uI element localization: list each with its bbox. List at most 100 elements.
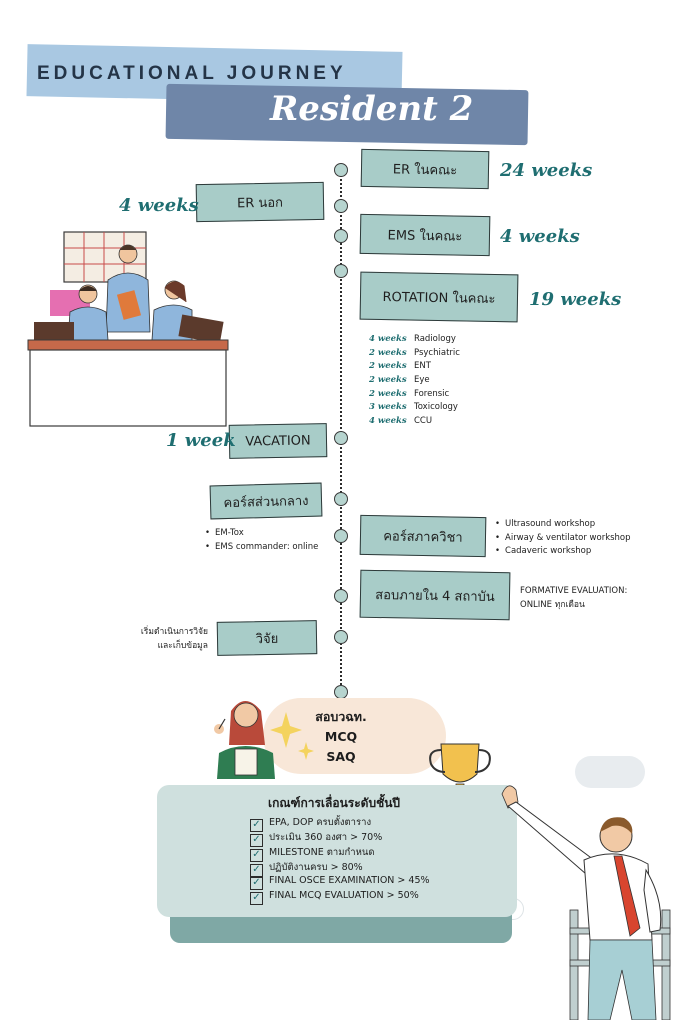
page-subtitle: Resident 2 bbox=[270, 89, 474, 129]
checkbox-icon: ✓ bbox=[250, 864, 263, 877]
businessman-illustration bbox=[501, 785, 671, 1020]
central-course-list: EM-Tox EMS commander: online bbox=[205, 527, 318, 554]
cloud-icon bbox=[575, 756, 645, 788]
rotation-item-name: Radiology bbox=[414, 334, 456, 344]
rotation-item: 4 weeks Radiology bbox=[369, 334, 460, 348]
criteria-list: ✓ EPA, DOP ครบตั้งตาราง ✓ ประเมิน 360 องศา… bbox=[250, 815, 430, 905]
checkbox-icon: ✓ bbox=[250, 877, 263, 890]
research-label: วิจัย bbox=[255, 631, 279, 647]
checkbox-icon: ✓ bbox=[250, 834, 263, 847]
timeline-dot bbox=[334, 264, 348, 278]
checkbox-icon: ✓ bbox=[250, 892, 263, 905]
criteria-item: ✓ ประเมิน 360 องศา > 70% bbox=[250, 830, 430, 847]
ems-label: EMS ในคณะ bbox=[387, 227, 463, 245]
dept-course-list: Ultrasound workshop Airway & ventilator … bbox=[495, 518, 631, 559]
exam-bubble-line: สอบวฉท. bbox=[315, 709, 367, 724]
rotation-item-name: Forensic bbox=[414, 388, 450, 399]
exam-bubble-text: สอบวฉท. MCQ SAQ bbox=[311, 707, 371, 767]
dept-course-item: Ultrasound workshop bbox=[495, 518, 631, 532]
er-out-weeks: 4 weeks bbox=[119, 195, 199, 216]
criteria-item: ✓ FINAL OSCE EXAMINATION > 45% bbox=[250, 875, 430, 890]
rotation-item-name: Toxicology bbox=[414, 402, 458, 413]
research-note: เริ่มดำเนินการวิจัย และเก็บข้อมูล bbox=[126, 626, 208, 653]
rotation-item: 2 weeks Forensic bbox=[369, 389, 460, 403]
criteria-item-text: FINAL MCQ EVALUATION > 50% bbox=[269, 890, 419, 901]
rotation-item-name: ENT bbox=[414, 361, 431, 372]
dept-course-label: คอร์สภาควิชา bbox=[383, 528, 463, 546]
er-out-label: ER นอก bbox=[236, 195, 284, 211]
central-course-item: EMS commander: online bbox=[205, 541, 318, 555]
rotation-item: 4 weeks CCU bbox=[369, 416, 460, 430]
criteria-item-text: EPA, DOP ครบตั้งตาราง bbox=[269, 817, 372, 828]
criteria-item-text: MILESTONE ตามกำหนด bbox=[269, 847, 375, 858]
exam-bubble-line: MCQ bbox=[324, 729, 358, 744]
checkbox-icon: ✓ bbox=[250, 849, 263, 862]
er-out-box: ER นอก bbox=[195, 181, 325, 223]
rotation-item: 3 weeks Toxicology bbox=[369, 402, 460, 416]
timeline-dot bbox=[334, 163, 348, 177]
rotation-item-weeks: 2 weeks bbox=[369, 347, 407, 358]
research-note-line: และเก็บข้อมูล bbox=[157, 640, 208, 651]
rotation-item: 2 weeks Eye bbox=[369, 375, 460, 389]
timeline-dot bbox=[334, 685, 348, 699]
er-in-label: ER ในคณะ bbox=[392, 161, 458, 179]
research-box: วิจัย bbox=[216, 620, 318, 656]
rotation-item-weeks: 2 weeks bbox=[369, 375, 407, 386]
ems-box: EMS ในคณะ bbox=[359, 213, 491, 257]
criteria-item: ✓ ปฏิบัติงานครบ > 80% bbox=[250, 860, 430, 877]
rotation-item-weeks: 2 weeks bbox=[369, 388, 407, 399]
central-course-box: คอร์สส่วนกลาง bbox=[209, 482, 323, 520]
criteria-item: ✓ MILESTONE ตามกำหนด bbox=[250, 845, 430, 862]
rotation-item-weeks: 3 weeks bbox=[369, 402, 407, 413]
rotation-weeks: 19 weeks bbox=[529, 289, 622, 310]
exam-bubble-line: SAQ bbox=[326, 749, 356, 764]
ems-weeks: 4 weeks bbox=[500, 226, 580, 247]
timeline-dot bbox=[334, 229, 348, 243]
rotation-item-name: Psychiatric bbox=[414, 347, 460, 358]
research-note-line: เริ่มดำเนินการวิจัย bbox=[140, 627, 208, 637]
rotation-box: ROTATION ในคณะ bbox=[359, 271, 519, 323]
central-course-label: คอร์สส่วนกลาง bbox=[223, 493, 309, 511]
criteria-title: เกณฑ์การเลื่อนระดับชั้นปี bbox=[268, 796, 401, 810]
timeline-dot bbox=[334, 431, 348, 445]
internal-exam-box: สอบภายใน 4 สถาบัน bbox=[359, 569, 511, 621]
doctors-illustration bbox=[27, 231, 229, 427]
formative-note-line: FORMATIVE EVALUATION: bbox=[520, 586, 628, 596]
rotation-item: 2 weeks Psychiatric bbox=[369, 348, 460, 362]
criteria-panel bbox=[157, 785, 517, 917]
dept-course-item: Cadaveric workshop bbox=[495, 545, 631, 559]
internal-exam-label: สอบภายใน 4 สถาบัน bbox=[375, 587, 495, 605]
rotation-item-name: CCU bbox=[414, 416, 433, 427]
er-in-weeks: 24 weeks bbox=[500, 160, 593, 181]
formative-evaluation-note: FORMATIVE EVALUATION: ONLINE ทุกเดือน bbox=[520, 585, 627, 612]
page-title: EDUCATIONAL JOURNEY bbox=[37, 63, 347, 84]
checkbox-icon: ✓ bbox=[250, 819, 263, 832]
formative-note-line: ONLINE ทุกเดือน bbox=[520, 599, 585, 610]
sparkle-icon bbox=[270, 712, 314, 760]
dept-course-item: Airway & ventilator workshop bbox=[495, 532, 631, 546]
timeline-dot bbox=[334, 630, 348, 644]
rotation-list: 4 weeks Radiology 2 weeks Psychiatric 2 we… bbox=[369, 334, 460, 430]
criteria-item-text: ปฏิบัติงานครบ > 80% bbox=[269, 862, 363, 873]
rotation-item-weeks: 2 weeks bbox=[369, 361, 407, 372]
timeline-dot bbox=[334, 199, 348, 213]
rotation-item-weeks: 4 weeks bbox=[369, 416, 407, 427]
timeline-dot bbox=[334, 492, 348, 506]
timeline-dot bbox=[334, 529, 348, 543]
vacation-weeks: 1 week bbox=[166, 430, 236, 451]
dept-course-box: คอร์สภาควิชา bbox=[359, 514, 487, 558]
rotation-label: ROTATION ในคณะ bbox=[382, 289, 496, 307]
vacation-box: VACATION bbox=[228, 423, 328, 459]
rotation-item: 2 weeks ENT bbox=[369, 361, 460, 375]
rotation-item-weeks: 4 weeks bbox=[369, 334, 407, 344]
er-in-box: ER ในคณะ bbox=[360, 148, 490, 190]
criteria-item: ✓ FINAL MCQ EVALUATION > 50% bbox=[250, 890, 430, 905]
timeline-dot bbox=[334, 589, 348, 603]
criteria-item-text: ประเมิน 360 องศา > 70% bbox=[269, 832, 383, 843]
central-course-item: EM-Tox bbox=[205, 527, 318, 541]
criteria-item-text: FINAL OSCE EXAMINATION > 45% bbox=[269, 875, 430, 886]
exam-bubble bbox=[263, 698, 446, 774]
vacation-label: VACATION bbox=[245, 432, 311, 450]
rotation-item-name: Eye bbox=[414, 375, 430, 386]
student-illustration bbox=[214, 701, 275, 779]
